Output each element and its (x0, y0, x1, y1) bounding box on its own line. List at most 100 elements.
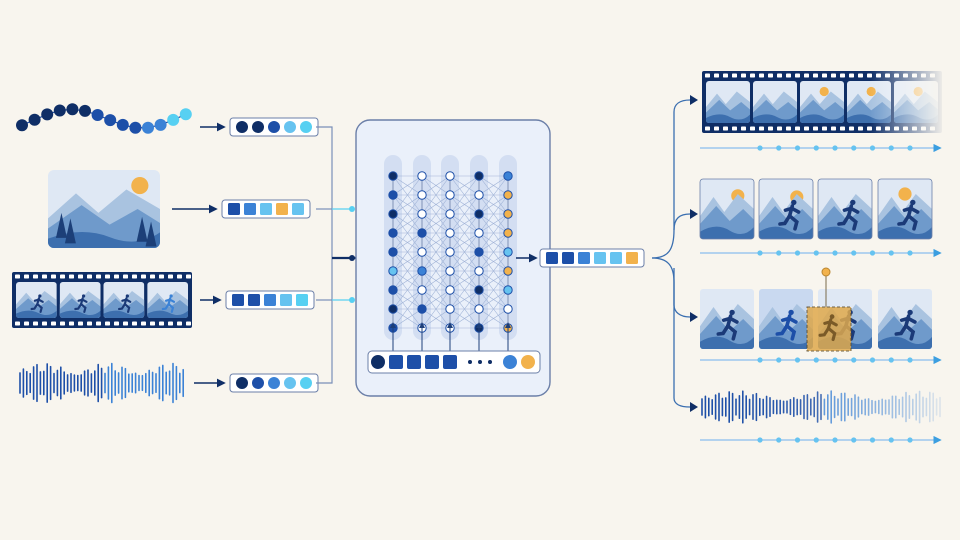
network-edge (421, 213, 451, 234)
out-tok-token (594, 252, 606, 264)
sprocket-hole (813, 126, 818, 131)
bottom-token (503, 355, 517, 369)
bottom-token (443, 355, 457, 369)
sprocket-hole (732, 126, 737, 131)
sprocket-hole (750, 126, 755, 131)
network-node (388, 228, 398, 238)
sprocket-hole (714, 126, 719, 131)
network-node (417, 209, 427, 219)
tree-icon (55, 212, 67, 238)
seq-tok-token (284, 121, 296, 133)
network-edge (421, 289, 451, 310)
hill-near (759, 226, 813, 239)
sequence-dot (41, 108, 54, 121)
tree-icon (145, 221, 157, 247)
aud-tok-token (252, 377, 264, 389)
video-tokens (225, 290, 315, 310)
timeline-dot (851, 437, 857, 443)
sprocket-hole (87, 321, 92, 326)
sprocket-hole (51, 274, 56, 279)
aud-tok-token (236, 377, 248, 389)
timeline-dot (832, 250, 838, 256)
hill-near (753, 114, 797, 123)
hill-near (700, 336, 754, 349)
network-edge (478, 213, 509, 253)
network-edge (421, 175, 451, 196)
runner-icon (894, 309, 917, 341)
hill-near (103, 310, 145, 318)
network-edge (449, 289, 480, 329)
landscape-scene (700, 289, 754, 349)
sprocket-hole (705, 126, 710, 131)
timeline-dot (907, 357, 913, 363)
frame-border (699, 178, 755, 240)
network-edge (421, 194, 451, 234)
timeline-dot (776, 145, 782, 151)
hill-near (16, 310, 57, 318)
landscape-scene (700, 179, 754, 239)
landscape-scene (818, 179, 872, 239)
sequence-dot (129, 121, 142, 134)
timeline-dot (776, 437, 782, 443)
landscape-scene (16, 282, 57, 318)
timeline-dot (832, 437, 838, 443)
timeline-dot (888, 437, 894, 443)
tree-icon (136, 216, 148, 242)
bottom-token (371, 355, 385, 369)
hill-near (706, 114, 750, 123)
timeline-dot (794, 437, 801, 443)
network-edge (449, 213, 480, 234)
network-edge (421, 175, 451, 215)
sequence-tokens (229, 117, 319, 137)
runner-icon (778, 199, 801, 231)
arrowhead-icon (390, 322, 396, 328)
network-node (474, 266, 484, 276)
timeline-dot (907, 145, 913, 151)
timeline-dot (869, 250, 876, 256)
sprocket-hole (840, 73, 845, 78)
sprocket-hole (78, 321, 83, 326)
out-tok-token (578, 252, 590, 264)
sprocket-hole (786, 73, 791, 78)
network-node (503, 171, 513, 181)
landscape-scene (800, 81, 844, 123)
arrowhead-icon (447, 322, 453, 328)
aud-tok-token (300, 377, 312, 389)
input-sequence (16, 103, 319, 137)
sprocket-hole (132, 274, 137, 279)
timeline-dot (794, 357, 801, 363)
sprocket-hole (777, 73, 782, 78)
vid-tok-token (296, 294, 308, 306)
landscape-image (48, 170, 160, 248)
runner-icon (775, 309, 798, 341)
network-edge (478, 308, 509, 329)
sprocket-hole (786, 126, 791, 131)
sprocket-hole (96, 274, 101, 279)
network-edge (421, 270, 451, 291)
timeline-dot (757, 250, 763, 256)
network-node (503, 209, 513, 219)
arrowhead-icon (476, 322, 482, 328)
timeline-1 (700, 143, 942, 153)
model-bottom-token-bar (367, 350, 541, 374)
seq-tok-token (300, 121, 312, 133)
network-node (445, 190, 455, 200)
timeline-dot (832, 357, 838, 363)
network-edge (421, 213, 451, 253)
network-edge (478, 289, 509, 329)
sequence-dot (79, 104, 91, 117)
frame-border (758, 178, 814, 240)
network-edge (392, 213, 423, 234)
network-node (445, 228, 455, 238)
landscape-scene (706, 81, 750, 123)
sprocket-hole (132, 321, 137, 326)
frames-row-1 (699, 178, 933, 240)
sequence-dot (28, 113, 41, 126)
sprocket-hole (804, 126, 809, 131)
sequence-dot (142, 121, 154, 134)
landscape-scene (878, 179, 932, 239)
network-edge (392, 289, 423, 329)
network-edge (449, 213, 480, 253)
network-edge (421, 232, 451, 272)
